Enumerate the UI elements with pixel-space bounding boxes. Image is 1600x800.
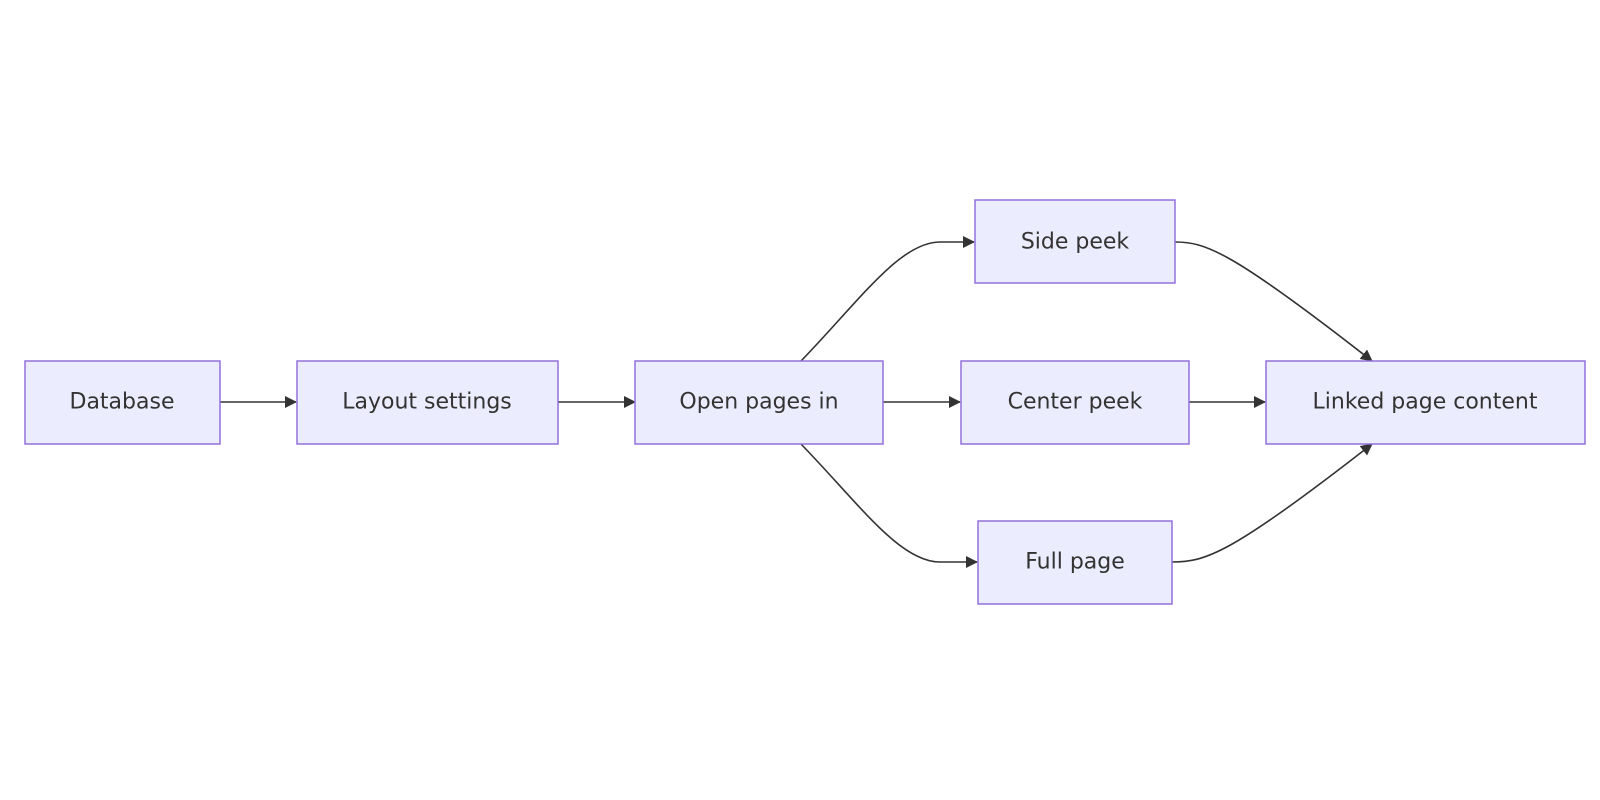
node-side-peek[interactable]: Side peek — [974, 199, 1176, 284]
node-full-page[interactable]: Full page — [977, 520, 1173, 605]
node-full-page-label: Full page — [1025, 550, 1125, 575]
edge-open-pages-in-to-side-peek — [800, 236, 975, 362]
node-open-pages-in-box — [634, 360, 884, 445]
node-open-pages-in-label: Open pages in — [679, 390, 838, 415]
edge-side-peek-to-linked-page-content — [1174, 241, 1373, 362]
nodes-layer: Database Layout settings Open pages in S… — [24, 199, 1586, 605]
node-layout-settings-box — [296, 360, 559, 445]
edges-layer — [219, 236, 1373, 568]
node-database-label: Database — [70, 390, 175, 415]
node-linked-page-content[interactable]: Linked page content — [1265, 360, 1586, 445]
node-center-peek[interactable]: Center peek — [960, 360, 1190, 445]
edge-full-page-to-linked-page-content — [1171, 443, 1373, 563]
node-layout-settings-label: Layout settings — [342, 390, 512, 415]
node-database[interactable]: Database — [24, 360, 221, 445]
node-center-peek-box — [960, 360, 1190, 445]
node-center-peek-label: Center peek — [1008, 390, 1143, 415]
node-layout-settings[interactable]: Layout settings — [296, 360, 559, 445]
node-side-peek-label: Side peek — [1021, 230, 1130, 255]
node-database-box — [24, 360, 221, 445]
node-linked-page-content-label: Linked page content — [1313, 390, 1538, 415]
node-linked-page-content-box — [1265, 360, 1586, 445]
node-full-page-box — [977, 520, 1173, 605]
node-side-peek-box — [974, 199, 1176, 284]
edge-open-pages-in-to-full-page — [800, 443, 978, 568]
node-open-pages-in[interactable]: Open pages in — [634, 360, 884, 445]
